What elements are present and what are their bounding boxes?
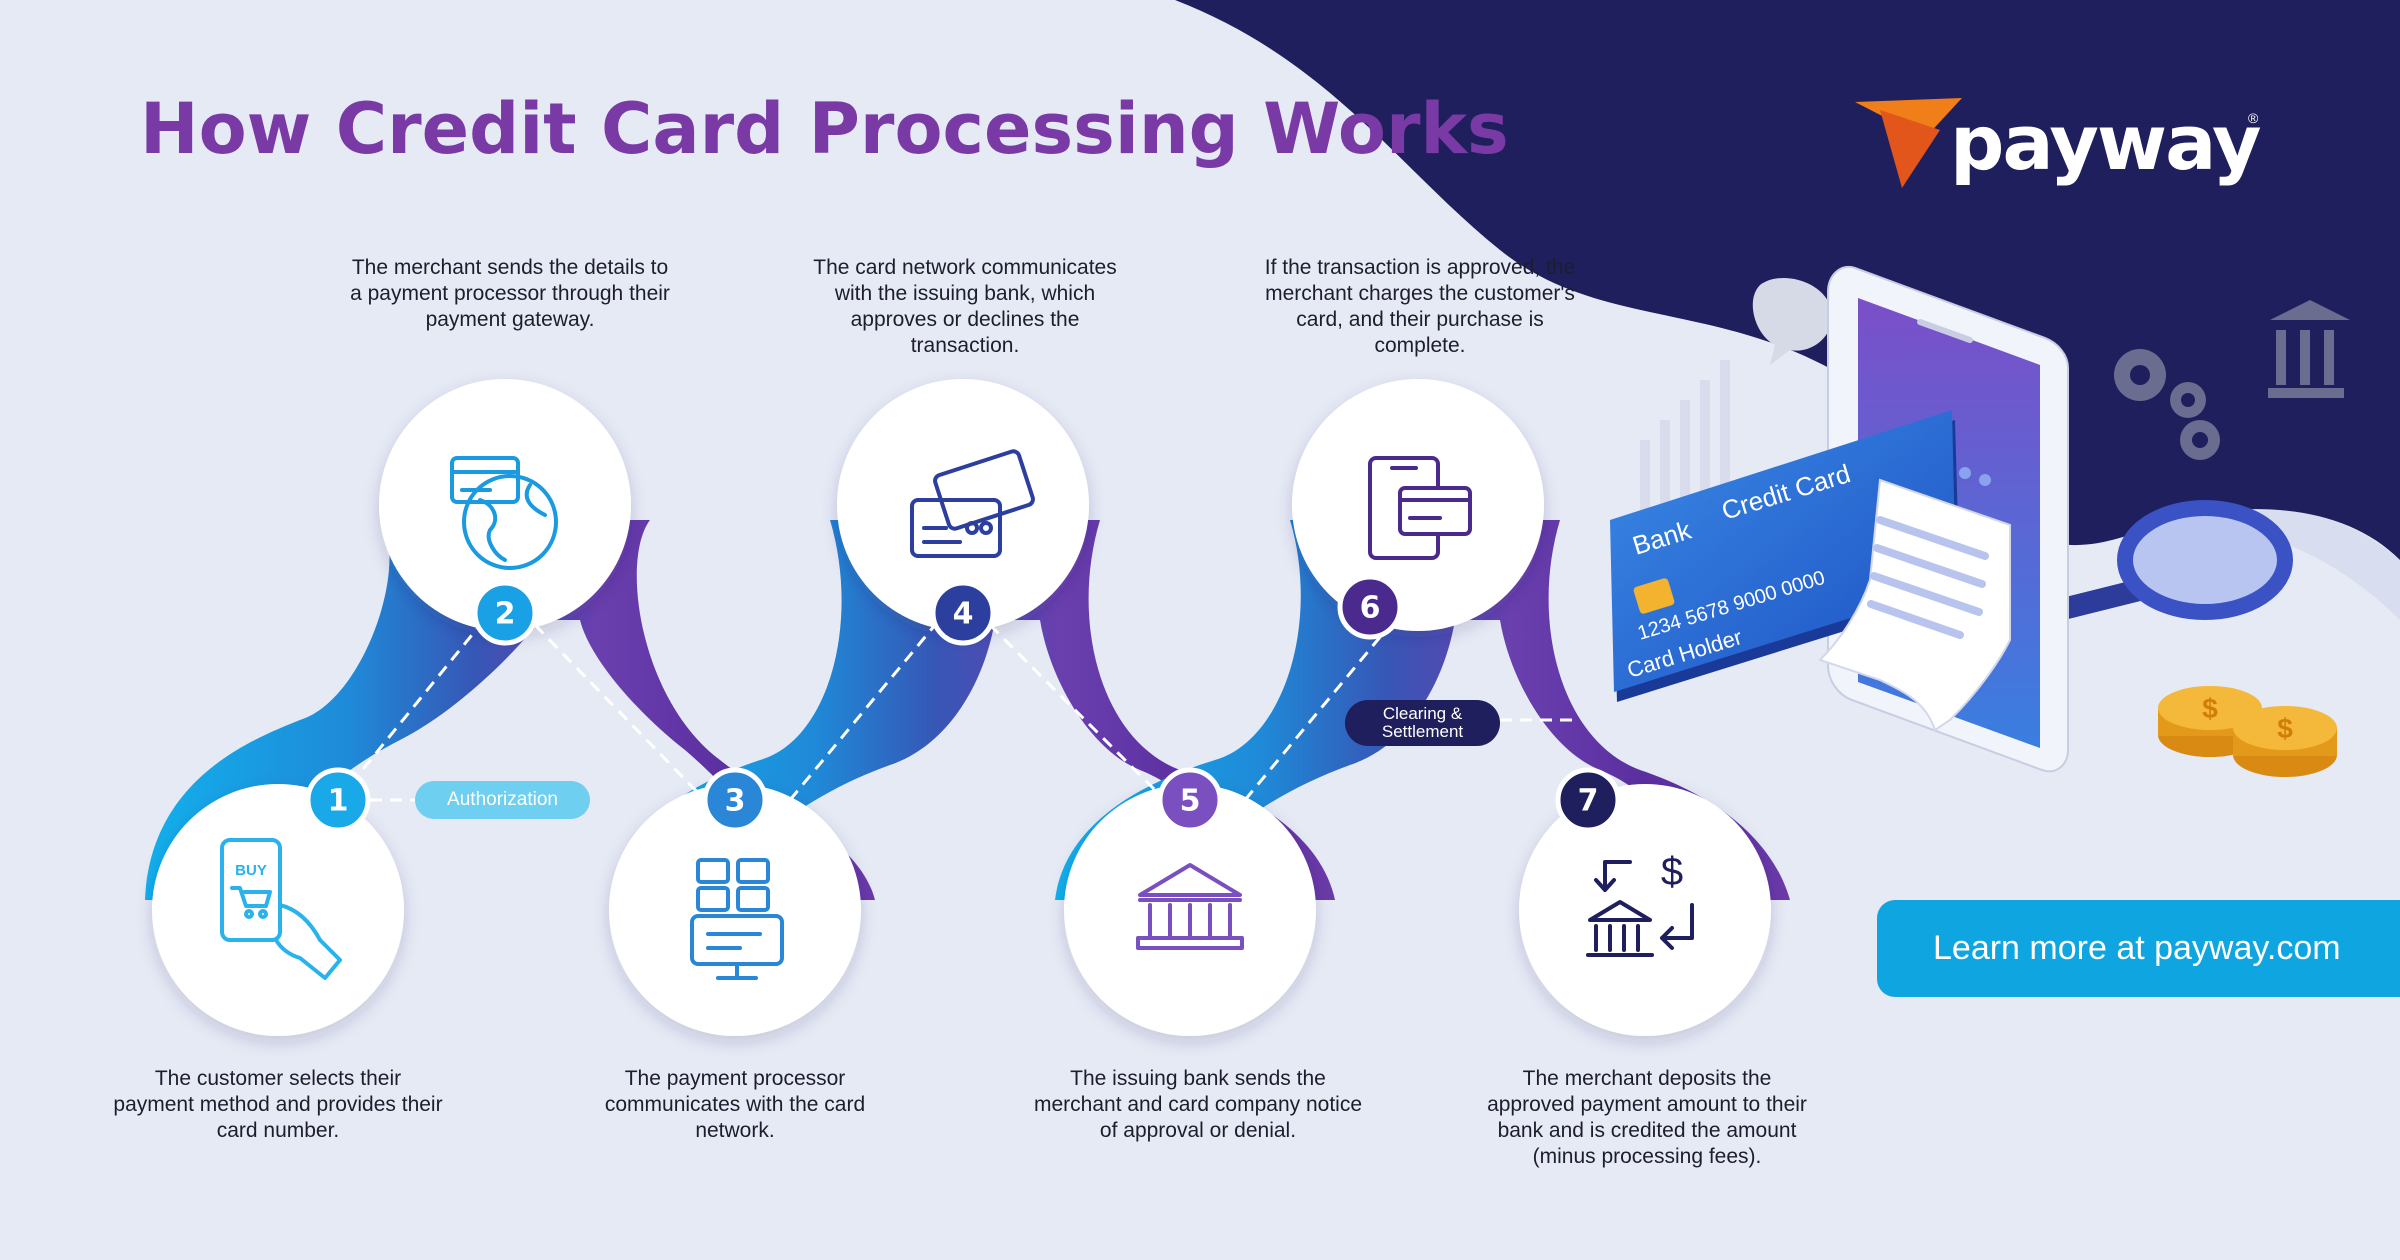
speech-bubble-icon (1752, 277, 1833, 365)
card-globe-icon (450, 456, 558, 570)
step-7-circle (1519, 784, 1771, 1036)
authorization-pill: Authorization (415, 781, 590, 819)
step-1-description: The customer selects their payment metho… (113, 1067, 443, 1142)
receipt-illustration (1818, 478, 2011, 732)
learn-more-button[interactable]: Learn more at payway.com (1877, 900, 2400, 997)
step-4-circle (837, 379, 1089, 631)
bank-deposit-icon: $ (1586, 850, 1694, 957)
coin-1-symbol: $ (2202, 693, 2218, 724)
dollar-sign-icon: $ (1661, 850, 1683, 894)
step-3-number: 3 (725, 784, 746, 819)
server-terminal-icon (690, 858, 784, 980)
step-3-description: The payment processor communicates with … (604, 1067, 866, 1142)
coins-icon: $ $ (2158, 686, 2337, 777)
clearing-settlement-pill: Clearing & Settlement (1345, 700, 1500, 746)
bar-chart-icon (1640, 360, 1730, 520)
payway-logo-wordmark: payway (1950, 98, 2262, 187)
page-title: How Credit Card Processing Works (140, 88, 1509, 170)
step-3-circle (609, 784, 861, 1036)
step-4-number: 4 (953, 597, 974, 632)
tablet-card-icon (1368, 456, 1472, 560)
step-4-description: The card network communicates with the i… (813, 256, 1117, 357)
coin-2-symbol: $ (2277, 713, 2293, 744)
bank-silhouette-icon (2268, 300, 2350, 398)
svg-text:BUY: BUY (235, 862, 267, 879)
step-5-description: The issuing bank sends the merchant and … (1033, 1067, 1362, 1142)
bank-icon (1136, 863, 1244, 950)
step-2-description: The merchant sends the details to a paym… (350, 256, 670, 331)
credit-card-illustration: Bank Credit Card 1234 5678 9000 0000 Car… (1610, 410, 1960, 702)
mobile-shopping-hand-icon: BUY (220, 838, 342, 980)
step-number-badges: 1 2 3 4 5 6 7 (305, 574, 1621, 833)
credit-cards-icon (910, 449, 1035, 558)
step-2-number: 2 (495, 597, 516, 632)
step-6-number: 6 (1360, 591, 1381, 626)
dashed-connectors (336, 623, 1580, 802)
registered-mark: ® (2248, 110, 2259, 126)
payment-illustration: $ $ Bank Credit Card 1234 5678 9000 0000 (1610, 265, 2350, 777)
step-2-circle (379, 379, 631, 631)
step-5-number: 5 (1180, 784, 1201, 819)
light-swoosh (2180, 510, 2400, 620)
step-6-description: If the transaction is approved, the merc… (1264, 256, 1576, 357)
step-7-number: 7 (1578, 784, 1599, 819)
payway-logo-mark (1855, 98, 1962, 188)
step-7-description: The merchant deposits the approved payme… (1487, 1067, 1807, 1168)
gears-icon (2114, 349, 2220, 460)
step-1-number: 1 (328, 784, 349, 819)
